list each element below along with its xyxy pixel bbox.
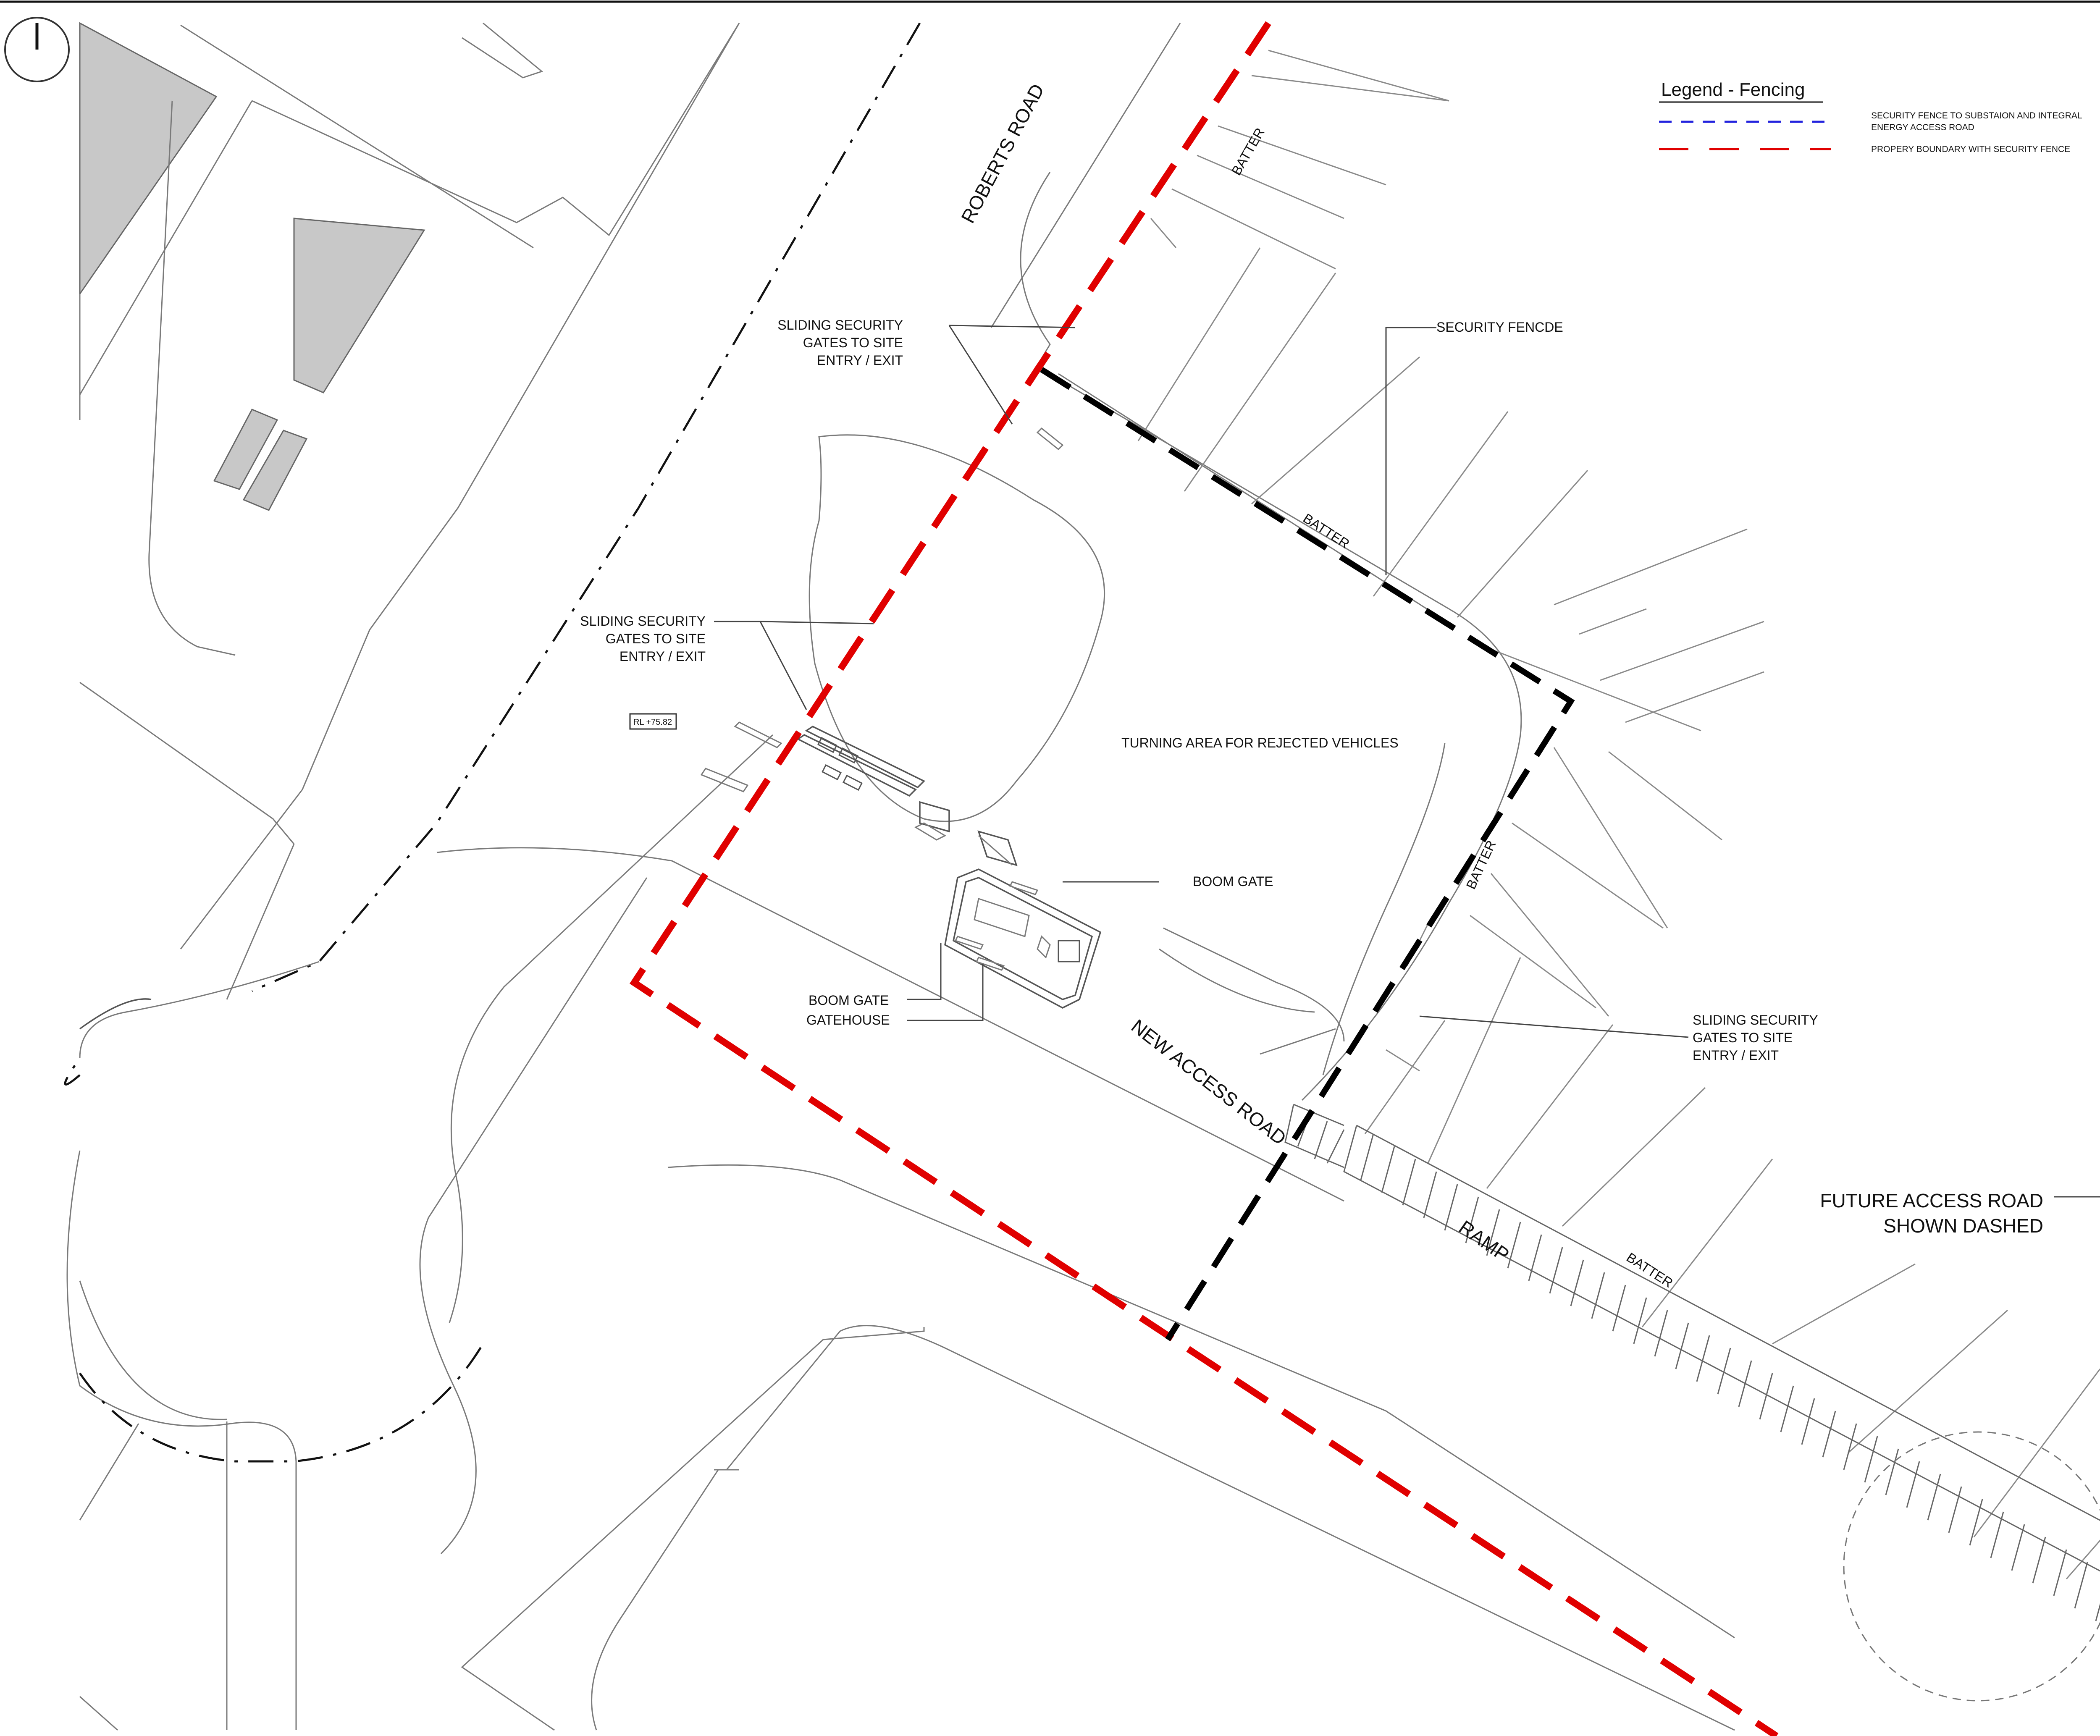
legend-item-1-line2: ENERGY ACCESS ROAD <box>1871 123 1974 132</box>
gatehouse-label: GATEHOUSE <box>806 1012 890 1028</box>
legend: Legend - Fencing SECURITY FENCE TO SUBST… <box>1659 79 2082 154</box>
security-fence <box>1040 367 1575 1341</box>
ramp-hatching <box>1284 1104 2100 1621</box>
gates-top-label: SLIDING SECURITY GATES TO SITE ENTRY / E… <box>777 317 903 368</box>
batter-label-4: BATTER <box>1624 1250 1675 1291</box>
legend-item-1-line1: SECURITY FENCE TO SUBSTAION AND INTEGRAL <box>1871 111 2082 121</box>
batter-hatching <box>1137 50 2100 1579</box>
lower-parcel <box>79 847 1735 1731</box>
turning-area <box>808 172 1522 1101</box>
existing-buildings <box>79 22 740 656</box>
rl-level-tag: RL +75.82 <box>629 713 677 730</box>
north-arrow-icon <box>4 17 70 82</box>
gates-left-line3: ENTRY / EXIT <box>620 649 706 664</box>
gates-left-label: SLIDING SECURITY GATES TO SITE ENTRY / E… <box>580 614 706 664</box>
gates-right-line2: GATES TO SITE <box>1693 1030 1793 1045</box>
future-access-road <box>1843 1431 2100 1702</box>
gates-left-line2: GATES TO SITE <box>606 631 706 646</box>
boom-gate-structure <box>796 725 1018 866</box>
traffic-arrows <box>700 427 1064 971</box>
gates-right-label: SLIDING SECURITY GATES TO SITE ENTRY / E… <box>1693 1012 1818 1063</box>
legend-item-2-line1: PROPERY BOUNDARY WITH SECURITY FENCE <box>1871 144 2070 154</box>
leader-lines <box>714 325 2100 1198</box>
gates-top-line3: ENTRY / EXIT <box>817 353 903 368</box>
property-boundary-fence <box>629 21 1779 1736</box>
gates-right-line3: ENTRY / EXIT <box>1693 1048 1779 1063</box>
boom-gate-label: BOOM GATE <box>1193 874 1273 889</box>
roberts-road <box>64 22 1181 1730</box>
future-road-line1: FUTURE ACCESS ROAD <box>1820 1190 2043 1212</box>
legend-title: Legend - Fencing <box>1661 79 1805 100</box>
batter-label-1: BATTER <box>1228 125 1268 178</box>
rl-tag-text: RL +75.82 <box>633 718 672 727</box>
gates-right-line1: SLIDING SECURITY <box>1693 1012 1818 1028</box>
roberts-road-label: ROBERTS ROAD <box>957 80 1048 227</box>
future-road-line2: SHOWN DASHED <box>1883 1215 2043 1237</box>
gates-left-line1: SLIDING SECURITY <box>580 614 706 629</box>
new-access-road-label: NEW ACCESS ROAD <box>1127 1015 1291 1149</box>
gates-top-line2: GATES TO SITE <box>803 335 903 350</box>
gatehouse <box>944 868 1102 1009</box>
boom-gate-left-label: BOOM GATE <box>808 993 889 1008</box>
turning-area-label: TURNING AREA FOR REJECTED VEHICLES <box>1121 735 1399 750</box>
security-fence-label: SECURITY FENCDE <box>1436 320 1563 335</box>
future-road-label: FUTURE ACCESS ROAD SHOWN DASHED <box>1820 1190 2043 1237</box>
gates-top-line1: SLIDING SECURITY <box>777 317 903 333</box>
ramp-label: RAMP <box>1455 1216 1513 1266</box>
